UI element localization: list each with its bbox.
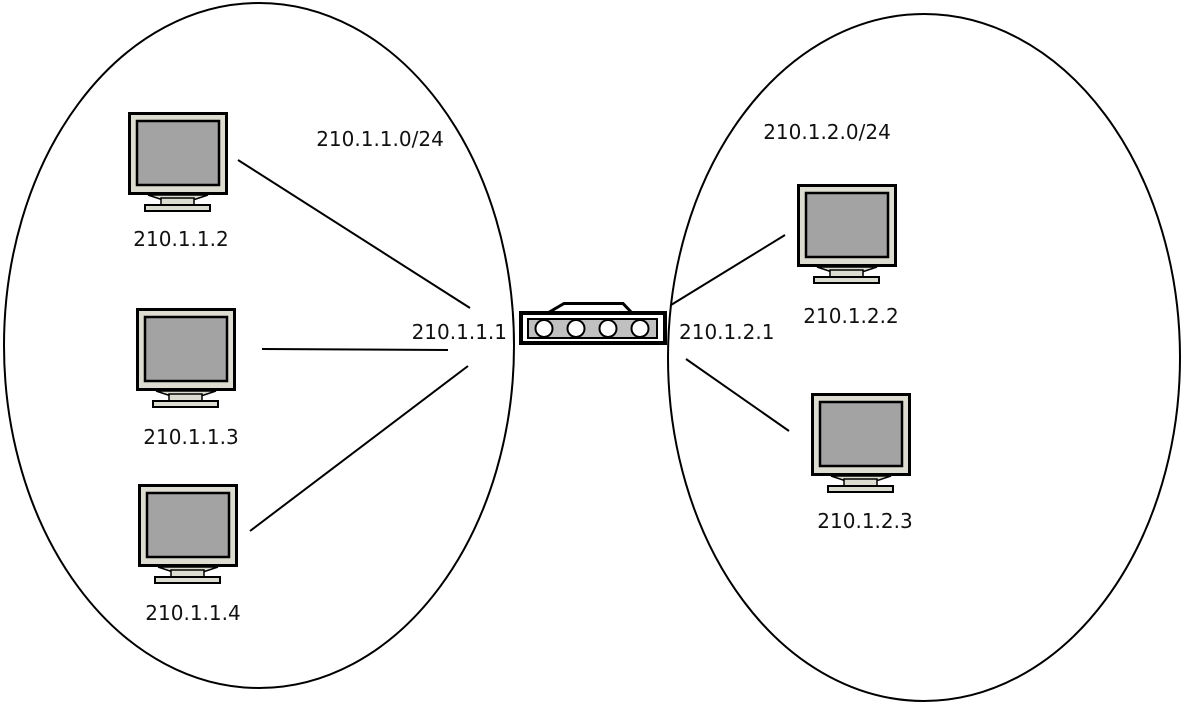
hub-port-2 (566, 319, 586, 338)
host-ip-210-1-1-4: 210.1.1.4 (145, 601, 240, 625)
network-boundary-left (3, 2, 515, 689)
router-interface-ip-left: 210.1.1.1 (412, 320, 507, 344)
host-ip-210-1-1-3: 210.1.1.3 (143, 425, 238, 449)
link-host-210-1-1-2 (237, 159, 471, 309)
hub-faceplate (527, 318, 658, 339)
hub-port-4 (630, 319, 650, 338)
host-ip-210-1-2-2: 210.1.2.2 (803, 304, 898, 328)
router-interface-ip-right: 210.1.2.1 (679, 320, 774, 344)
host-ip-210-1-1-2: 210.1.1.2 (133, 227, 228, 251)
hub-port-3 (598, 319, 618, 338)
link-host-210-1-1-4 (249, 365, 469, 532)
link-host-210-1-2-3 (685, 358, 790, 432)
network-boundary-right (667, 13, 1181, 702)
network-cidr-right: 210.1.2.0/24 (763, 120, 891, 144)
hub-icon (519, 302, 667, 345)
link-host-210-1-2-2 (670, 234, 786, 306)
network-cidr-left: 210.1.1.0/24 (316, 127, 444, 151)
host-ip-210-1-2-3: 210.1.2.3 (817, 509, 912, 533)
link-host-210-1-1-3 (261, 348, 449, 351)
hub-port-1 (534, 319, 554, 338)
